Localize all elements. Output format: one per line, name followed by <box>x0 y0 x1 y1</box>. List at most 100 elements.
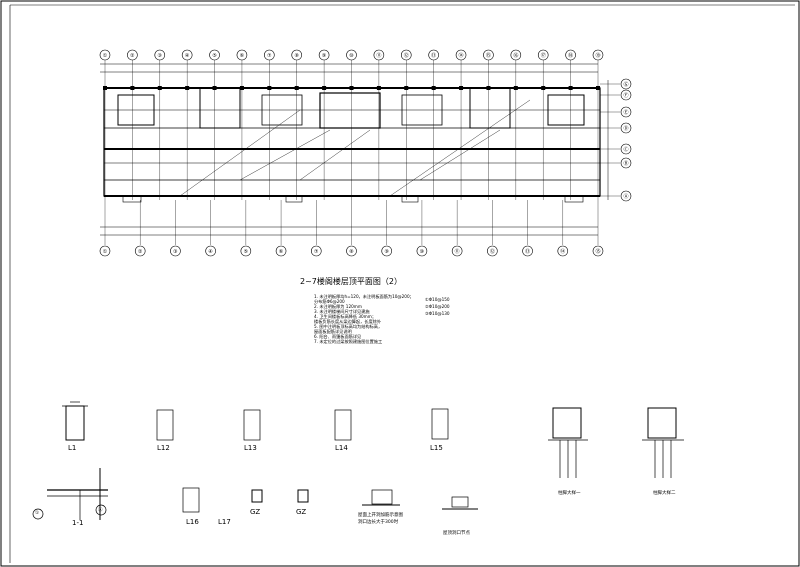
column-mark <box>103 86 107 90</box>
column-label-gz: GZ <box>296 508 307 516</box>
detail-symbols <box>32 504 107 520</box>
top-axis-bubble <box>181 49 193 61</box>
top-axis-bubble <box>592 49 604 61</box>
bottom-axis-label: ⑬ <box>525 248 530 255</box>
bottom-axis-label: ⑨ <box>384 249 388 255</box>
bottom-axis-bubble <box>240 245 252 257</box>
note-line: 4. 卫生间楼板标高降低 30mm； <box>314 314 377 319</box>
right-axis-label: Ⓔ <box>623 109 628 116</box>
bottom-axis-label: ③ <box>173 249 177 255</box>
bottom-axis-label: ⑥ <box>279 249 284 255</box>
bottom-axis-label: ⑭ <box>560 248 565 255</box>
column-mark <box>431 86 436 90</box>
beam-label-l17: L17 <box>218 518 231 526</box>
right-axis-label: Ⓒ <box>623 146 628 153</box>
column-mark <box>459 86 464 90</box>
top-axis-label: ④ <box>185 53 190 59</box>
column-mark <box>404 86 409 90</box>
bottom-axis-bubble <box>416 245 428 257</box>
beam-label-l14: L14 <box>335 444 348 452</box>
note-line: 2. 未注明板厚为 120mm <box>314 304 362 309</box>
caption-detail-a: 柱脚大样一 <box>558 491 581 496</box>
top-axis-label: ② <box>130 53 135 59</box>
bottom-axis-bubble <box>275 245 287 257</box>
right-axis-label: Ⓕ <box>623 92 628 99</box>
column-label-gz: GZ <box>250 508 261 516</box>
column-mark <box>212 86 217 90</box>
column-mark <box>596 86 600 90</box>
note-line: 楼板负筋长度从梁边算起，长度除外 <box>314 319 382 324</box>
column-mark <box>239 86 244 90</box>
column-mark <box>349 86 354 90</box>
drawing-title: 2~7楼阁楼层顶平面图（2） <box>300 277 402 286</box>
top-axis-label: ⑯ <box>513 52 518 59</box>
bottom-axis-label: ⑪ <box>455 248 460 255</box>
column-mark <box>486 86 491 90</box>
top-axis-bubble <box>565 49 576 61</box>
legend-block: ①Φ10@150 ②Φ10@200 ③Φ10@130 <box>425 296 450 317</box>
beam-label-l15: L15 <box>430 444 443 452</box>
bottom-axis-label: ④ <box>208 249 213 255</box>
column-mark <box>185 86 190 90</box>
right-axis-label: Ⓐ <box>623 193 628 200</box>
column-mark <box>157 86 162 90</box>
top-axis-bubble <box>373 49 385 61</box>
beam-label-l13: L13 <box>244 444 257 452</box>
column-mark <box>322 86 327 90</box>
top-axis-bubble <box>400 49 412 61</box>
top-axis-label: ⑱ <box>568 52 573 59</box>
column-mark <box>568 86 573 90</box>
axis-1-bubble <box>32 508 44 520</box>
right-axis-bubble <box>620 157 632 169</box>
top-axis-label: ③ <box>158 53 162 59</box>
top-axis-bubble <box>510 49 522 61</box>
top-axis-bubble <box>318 49 330 61</box>
column-mark <box>376 86 381 90</box>
beam-label-l1: L1 <box>68 444 77 452</box>
note-line: 1. 未注明板厚均h=120，未注明板面筋为10@200； <box>314 294 414 299</box>
right-axis-bubble <box>620 122 632 134</box>
bottom-axis-label: ⑧ <box>349 249 354 255</box>
top-axis-label: ⑬ <box>431 52 436 59</box>
section-label: 1-1 <box>72 519 84 527</box>
bottom-axis-bubble <box>99 245 111 257</box>
bottom-axis-label: ⑮ <box>595 248 600 255</box>
right-axis-label: Ⓑ <box>623 160 628 167</box>
note-line: 屋面板配筋详见说明 <box>314 329 352 334</box>
bottom-axis-label: ⑫ <box>490 248 495 255</box>
axis-1-label: ① <box>35 511 40 516</box>
beam-label-l16: L16 <box>186 518 199 526</box>
bottom-axis-label: ⑦ <box>314 249 319 255</box>
top-axis-bubble <box>537 49 549 61</box>
note-line: 5. 图中注明板顶标高均为结构标高， <box>314 324 383 329</box>
bottom-axis-bubble <box>346 245 357 257</box>
column-mark <box>541 86 546 90</box>
top-axis-label: ⑤ <box>212 53 216 59</box>
floor-plan <box>100 63 609 236</box>
note-line: 6. 阳台、雨篷板面筋详见 <box>314 334 362 339</box>
top-axis-label: ⑮ <box>486 52 491 59</box>
top-axis-label: ⑫ <box>404 52 409 59</box>
column-mark <box>294 86 299 90</box>
bottom-axis-label: ② <box>138 249 143 255</box>
top-axis-bubble <box>264 49 275 61</box>
bottom-axis-bubble <box>487 245 498 257</box>
caption-opening-note: 洞口边长大于300时 <box>358 520 399 525</box>
top-axis-label: ⑦ <box>267 53 272 59</box>
note-line: 3. 未注明楼梯间尺寸详见建施 <box>314 309 370 314</box>
top-axis-bubble <box>154 49 166 61</box>
right-axis-bubble <box>620 89 632 101</box>
bottom-axis-bubble <box>592 245 604 257</box>
top-axis-label: ⑩ <box>349 53 354 59</box>
notes-block: 1. 未注明板厚均h=120，未注明板面筋为10@200； 分布筋Φ6@200 … <box>314 294 414 344</box>
top-axis-label: ⑰ <box>541 52 546 59</box>
axis-a-label: Ⓐ <box>98 508 103 513</box>
bottom-axis-label: ⑤ <box>244 249 248 255</box>
top-axis-bubble <box>455 49 467 61</box>
top-axis-label: ⑲ <box>595 52 600 59</box>
right-axis-bubble <box>620 190 632 202</box>
legend-item: ③Φ10@130 <box>425 311 450 316</box>
